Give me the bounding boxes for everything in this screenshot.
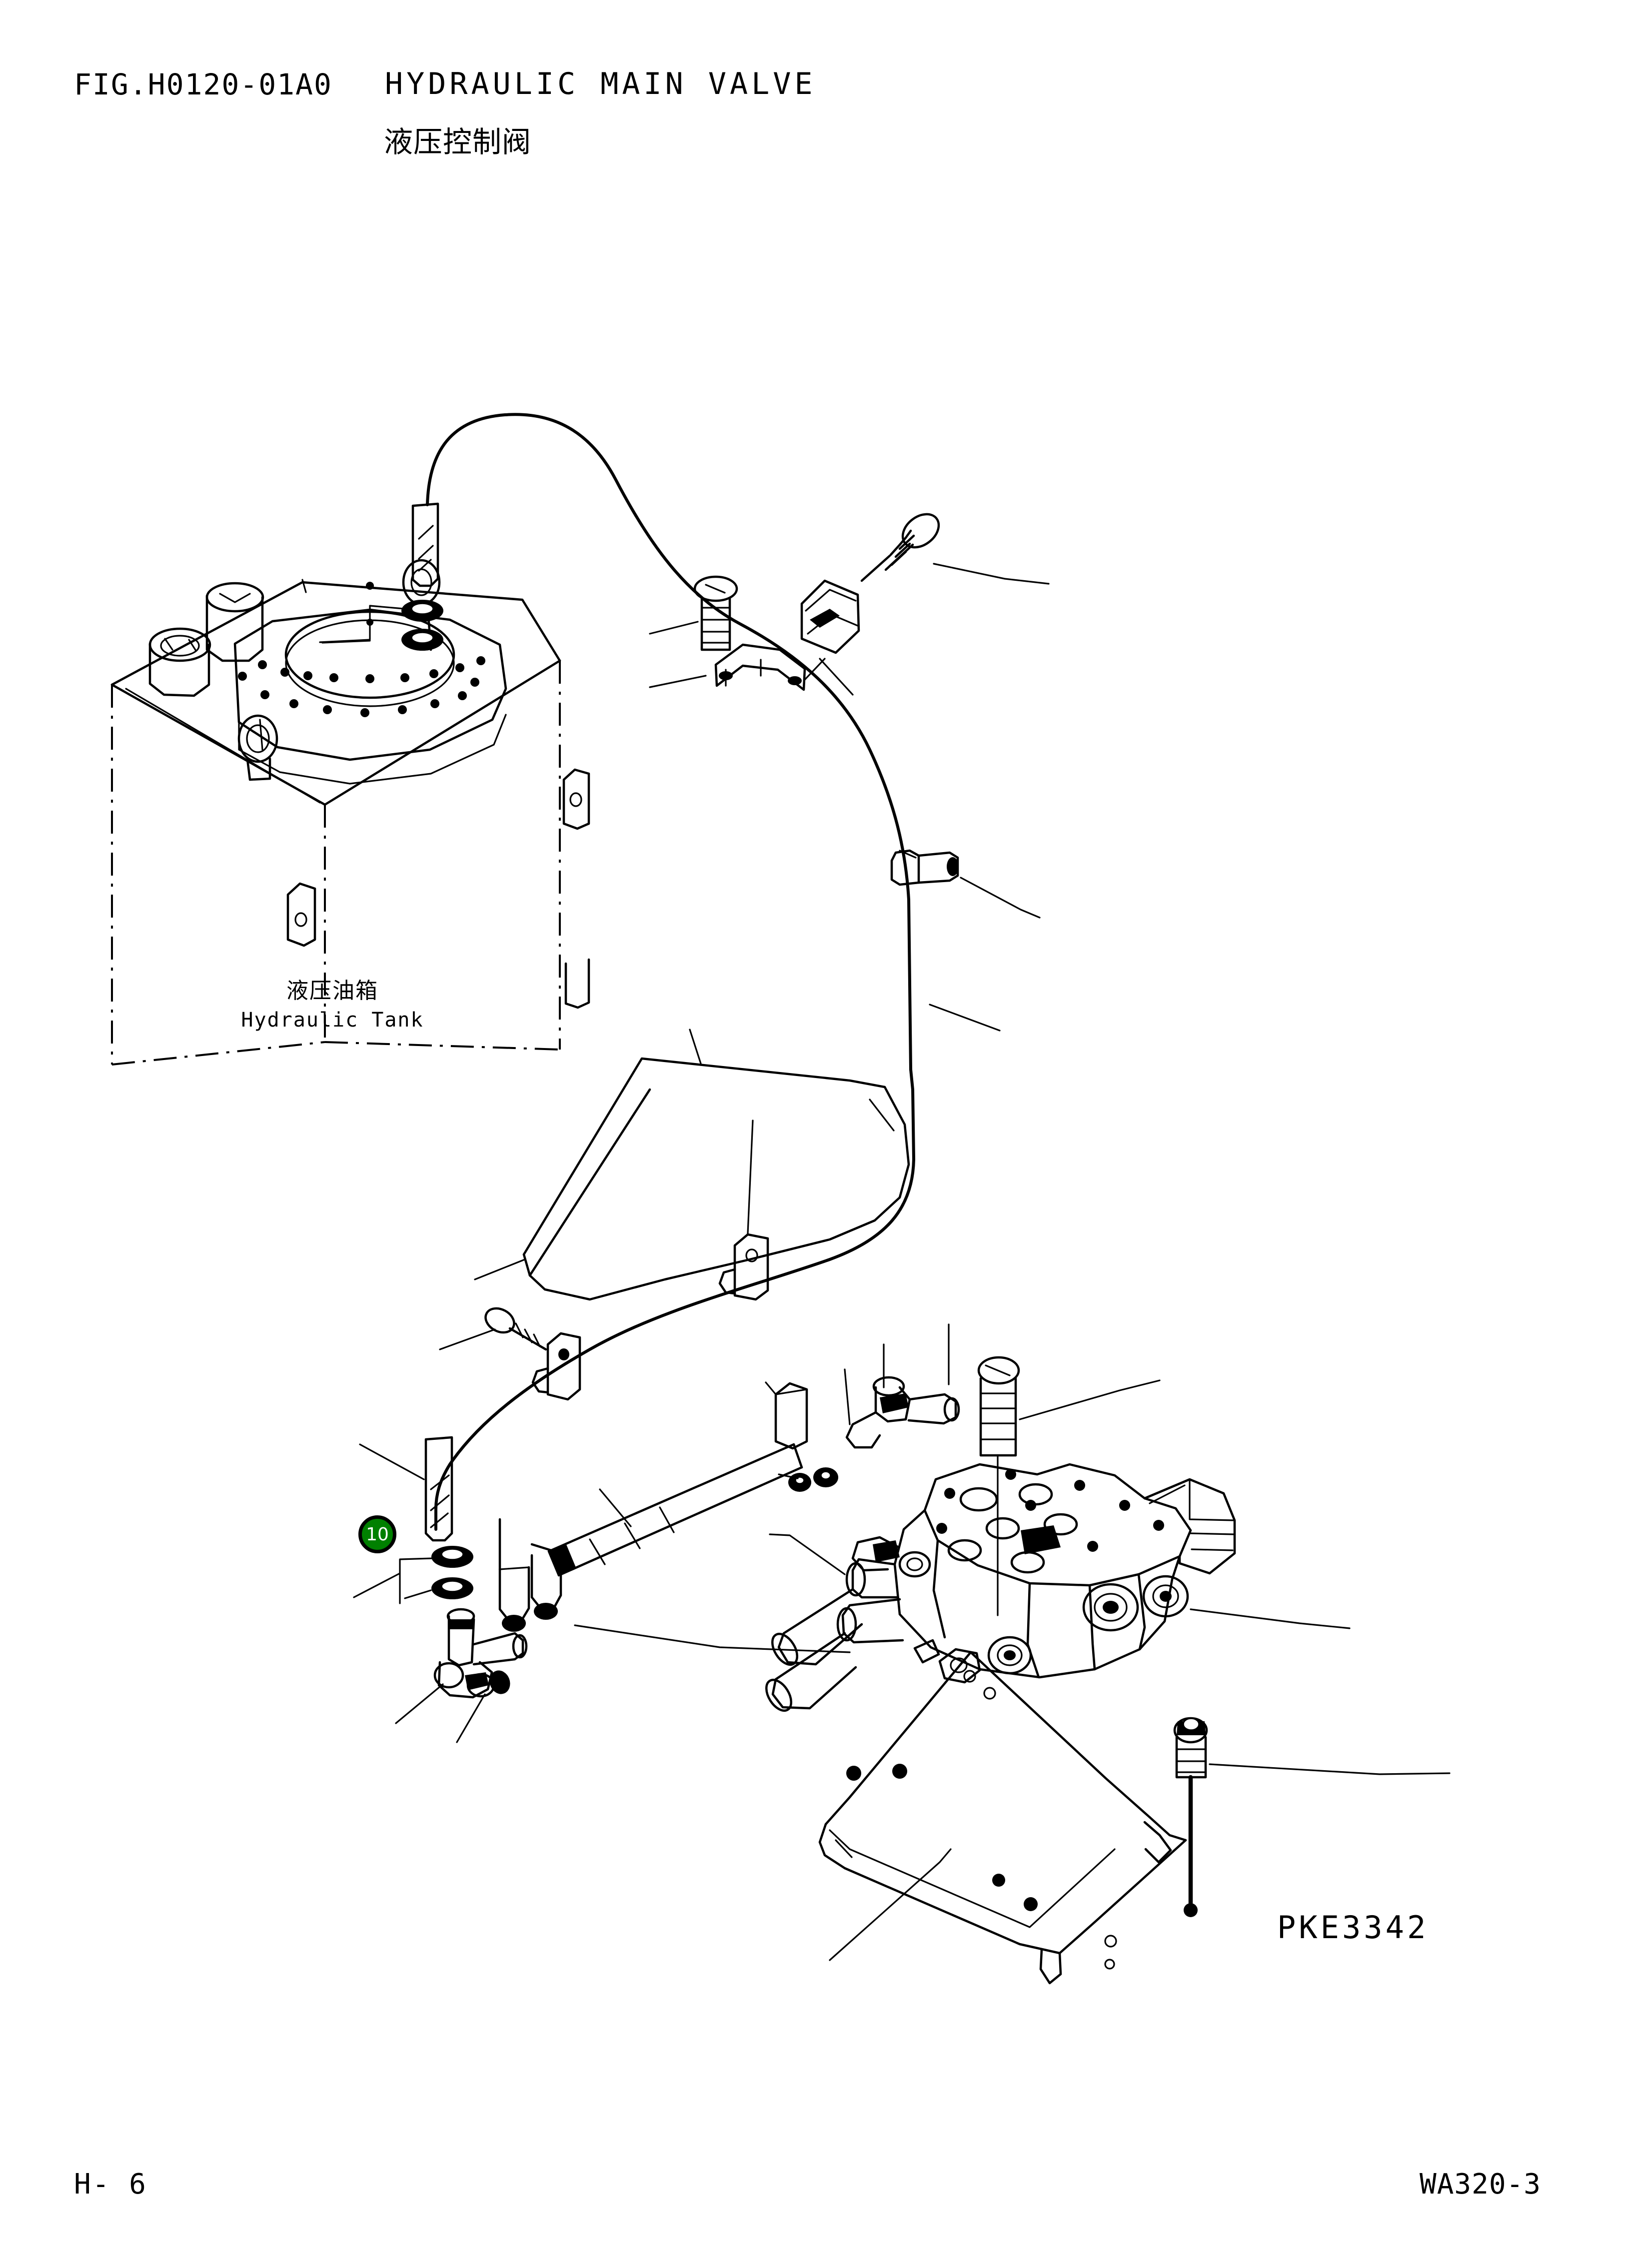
hose-end-nut-lower bbox=[401, 629, 443, 651]
drawing-reference-number: PKE3342 bbox=[1277, 1909, 1429, 1946]
valve-washer-b bbox=[788, 1473, 811, 1492]
hose-guard-plate bbox=[439, 1057, 910, 1401]
leader-lines bbox=[474, 1004, 1001, 1280]
hose-clamp-upper bbox=[649, 513, 1050, 696]
callout-badge-10[interactable]: 10 bbox=[358, 1515, 396, 1553]
fitting-nut-lower bbox=[431, 1577, 473, 1599]
footer-page-number: H- 6 bbox=[74, 2168, 147, 2201]
hydraulic-tank-label: 液压油箱 Hydraulic Tank bbox=[225, 977, 440, 1033]
valve-elbow-joint bbox=[845, 1376, 960, 1449]
page-subtitle-chinese: 液压控制阀 bbox=[384, 125, 532, 159]
figure-number: FIG.H0120-01A0 bbox=[74, 67, 332, 101]
connecting-rod bbox=[547, 1443, 803, 1577]
valve-mounting-bolt bbox=[977, 1356, 1020, 1616]
guard-bolt-left bbox=[484, 1307, 547, 1351]
footer-model: WA320-3 bbox=[1420, 2168, 1542, 2201]
page-title: HYDRAULIC MAIN VALVE bbox=[385, 66, 816, 101]
hose-hanger-brackets bbox=[498, 1518, 562, 1632]
hydraulic-hose-routing bbox=[319, 413, 915, 1531]
hydraulic-tank-label-en: Hydraulic Tank bbox=[241, 1009, 424, 1032]
plate-mounting-bolt bbox=[1173, 1717, 1208, 1917]
fitting-nut-upper bbox=[431, 1546, 473, 1568]
main-control-valve bbox=[765, 1463, 1351, 1712]
clamp-bolt-upper bbox=[884, 513, 940, 571]
hydraulic-tank-label-cn: 液压油箱 bbox=[286, 978, 378, 1004]
lower-hose-end-assembly bbox=[353, 1436, 851, 1743]
clamp-bolt-lower bbox=[693, 575, 738, 651]
hose-end-nut-upper bbox=[401, 600, 443, 622]
elbow-fitting bbox=[433, 1608, 528, 1699]
valve-small-parts bbox=[765, 1323, 1161, 1616]
small-washer bbox=[489, 1670, 510, 1694]
hose-clamp-mid bbox=[890, 849, 1041, 919]
valve-washer-a bbox=[813, 1467, 838, 1487]
